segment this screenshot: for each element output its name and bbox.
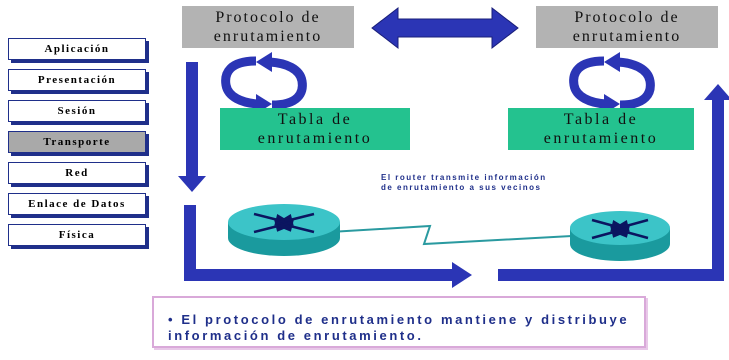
left-table-line2: enrutamiento	[257, 130, 373, 147]
right-protocol-line1: Protocolo de	[574, 9, 680, 26]
right-table-line1: Tabla de	[563, 111, 639, 128]
path-arrow-icon	[184, 84, 729, 288]
summary-box: • El protocolo de enrutamiento mantiene …	[152, 296, 646, 348]
left-protocol-line2: enrutamiento	[213, 28, 323, 45]
router-note: El router transmite información de enrut…	[381, 173, 547, 192]
osi-layer-sesion: Sesión	[8, 100, 146, 122]
router-icon	[228, 204, 340, 256]
router-icon	[570, 211, 670, 261]
osi-layer-transporte: Transporte	[8, 131, 146, 153]
right-protocol-box: Protocolo de enrutamiento	[536, 6, 718, 48]
router-link	[329, 224, 591, 246]
left-routing-table: Tabla de enrutamiento	[220, 108, 410, 150]
osi-layer-fisica: Física	[8, 224, 146, 246]
osi-layer-aplicacion: Aplicación	[8, 38, 146, 60]
right-protocol-line2: enrutamiento	[572, 28, 682, 45]
left-protocol-line1: Protocolo de	[215, 9, 321, 26]
osi-layer-enlace: Enlace de Datos	[8, 193, 146, 215]
osi-layer-presentacion: Presentación	[8, 69, 146, 91]
cycle-arrows-icon	[221, 52, 307, 114]
summary-text: • El protocolo de enrutamiento mantiene …	[168, 312, 630, 343]
double-arrow-icon	[371, 6, 519, 50]
left-table-line1: Tabla de	[277, 111, 353, 128]
right-routing-table: Tabla de enrutamiento	[508, 108, 694, 150]
cycle-arrows-icon	[569, 52, 655, 114]
left-protocol-box: Protocolo de enrutamiento	[182, 6, 354, 48]
down-arrow-icon	[178, 62, 206, 192]
osi-layer-red: Red	[8, 162, 146, 184]
right-table-line2: enrutamiento	[543, 130, 659, 147]
